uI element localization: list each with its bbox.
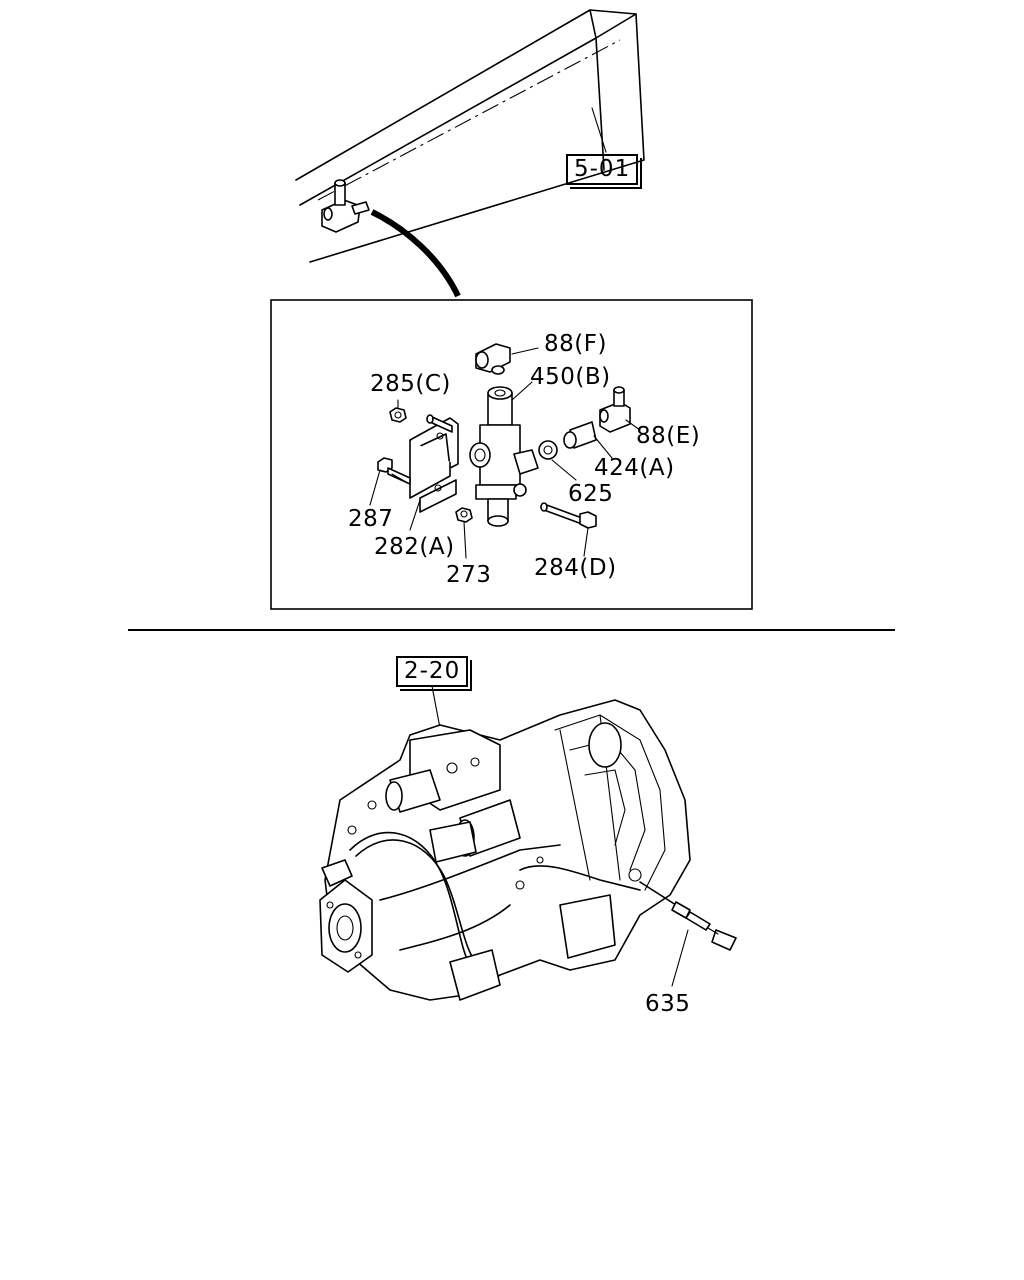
part-label-450b[interactable]: 450(B) xyxy=(530,364,611,390)
valve-assembly-drawing xyxy=(369,343,641,559)
frame-rail-drawing xyxy=(295,9,645,298)
part-label-635[interactable]: 635 xyxy=(645,991,691,1017)
part-label-273[interactable]: 273 xyxy=(446,562,492,588)
part-label-287[interactable]: 287 xyxy=(348,506,394,532)
transmission-drawing xyxy=(319,685,737,1001)
part-label-88e[interactable]: 88(E) xyxy=(636,423,701,449)
part-label-88f[interactable]: 88(F) xyxy=(544,331,607,357)
part-label-285c[interactable]: 285(C) xyxy=(370,371,451,397)
part-label-424a[interactable]: 424(A) xyxy=(594,455,675,481)
reference-label-frame[interactable]: 5-01 xyxy=(566,154,643,189)
reference-label-transmission[interactable]: 2-20 xyxy=(396,656,473,691)
part-label-284d[interactable]: 284(D) xyxy=(534,555,617,581)
part-label-625[interactable]: 625 xyxy=(568,481,614,507)
detail-box xyxy=(270,299,753,610)
part-label-282a[interactable]: 282(A) xyxy=(374,534,455,560)
